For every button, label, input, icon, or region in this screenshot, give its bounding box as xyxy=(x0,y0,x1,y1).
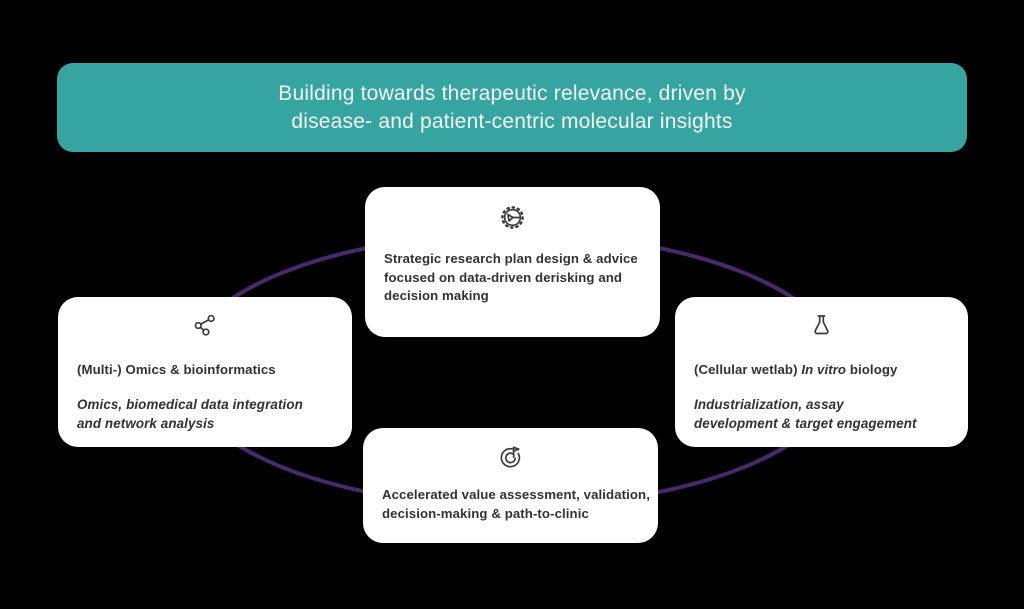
card-value-text: Accelerated value assessment, validation… xyxy=(382,486,650,523)
card-value-assessment: Accelerated value assessment, validation… xyxy=(363,428,658,543)
card-strategic-text: Strategic research plan design & advice … xyxy=(384,250,638,306)
card-invitro-subtitle-line-1: Industrialization, assay xyxy=(694,396,844,412)
card-omics-subtitle: Omics, biomedical data integration and n… xyxy=(77,395,303,433)
goal-flag-icon xyxy=(382,443,639,470)
card-strategic-research: Strategic research plan design & advice … xyxy=(365,187,660,337)
network-nodes-icon xyxy=(77,312,333,339)
card-strategic-line-3: decision making xyxy=(384,288,489,303)
card-invitro-biology: (Cellular wetlab) In vitro biology Indus… xyxy=(675,297,968,447)
gear-pointer-icon xyxy=(384,204,641,231)
card-invitro-subtitle: Industrialization, assay development & t… xyxy=(694,395,917,433)
card-omics-bioinformatics: (Multi-) Omics & bioinformatics Omics, b… xyxy=(58,297,352,447)
banner-title-line-1: Building towards therapeutic relevance, … xyxy=(278,81,746,105)
banner-title-line-2: disease- and patient-centric molecular i… xyxy=(291,109,733,133)
card-invitro-title-suffix: biology xyxy=(846,362,898,377)
card-strategic-line-1: Strategic research plan design & advice xyxy=(384,251,638,266)
card-omics-subtitle-line-2: and network analysis xyxy=(77,415,215,431)
card-omics-title: (Multi-) Omics & bioinformatics xyxy=(77,362,276,377)
card-invitro-title-italic: In vitro xyxy=(801,362,847,377)
card-invitro-title-prefix: (Cellular wetlab) xyxy=(694,362,802,377)
card-invitro-title: (Cellular wetlab) In vitro biology xyxy=(694,361,897,380)
card-omics-subtitle-line-1: Omics, biomedical data integration xyxy=(77,396,303,412)
card-strategic-line-2: focused on data-driven derisking and xyxy=(384,269,623,285)
flask-icon xyxy=(694,312,949,339)
card-value-line-1: Accelerated value assessment, validation… xyxy=(382,487,650,502)
card-value-line-2: decision-making & path-to-clinic xyxy=(382,505,589,521)
header-banner: Building towards therapeutic relevance, … xyxy=(57,63,967,152)
card-invitro-subtitle-line-2: development & target engagement xyxy=(694,415,917,431)
